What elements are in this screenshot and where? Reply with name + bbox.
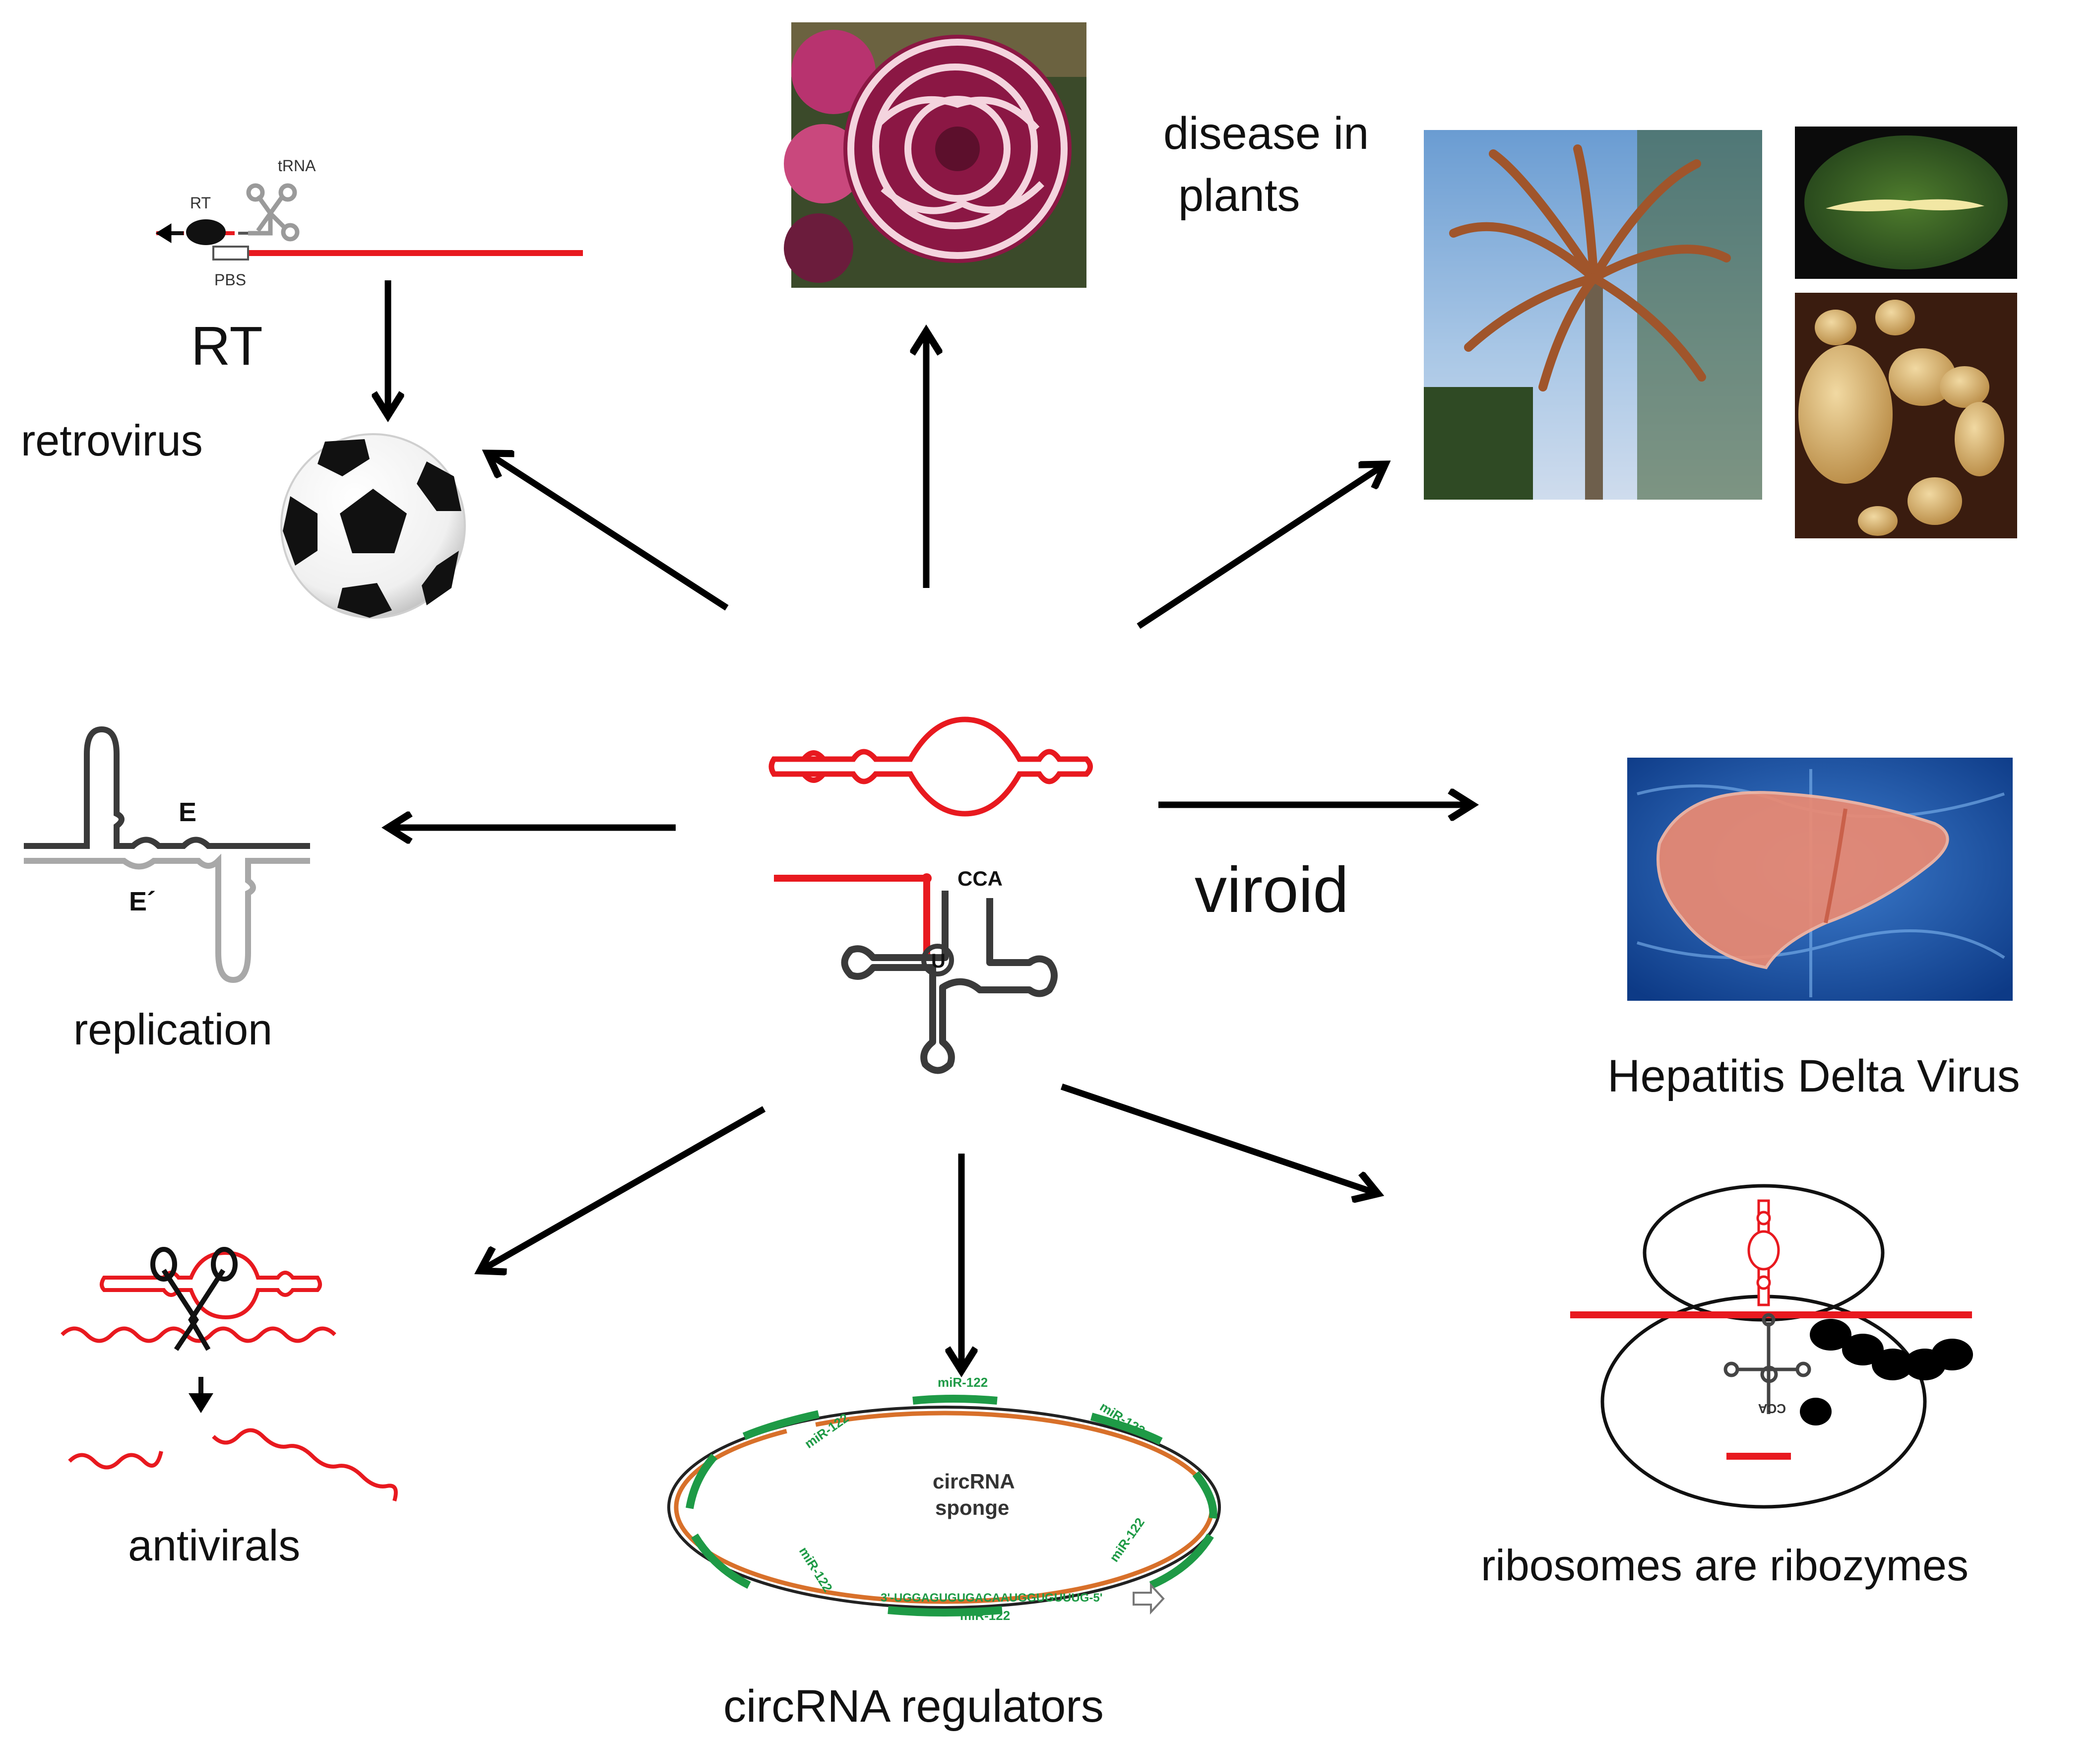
arrow-to-retrovirus	[489, 454, 729, 611]
peptide-chain	[1800, 1319, 1973, 1425]
u-base-label: U	[931, 950, 946, 972]
hepatitis-delta-virus-label: Hepatitis Delta Virus	[1607, 1051, 2020, 1101]
ribosome-trna-icon	[1723, 1313, 1811, 1414]
trna-cloverleaf	[841, 891, 1058, 1074]
hollow-arrow-icon	[1133, 1582, 1165, 1615]
pbs-small-label: PBS	[214, 271, 246, 289]
replication-e-prime-label: E´	[129, 887, 156, 916]
palm-tree-photo	[1424, 130, 1762, 500]
mir122-sequence: 3'-UGGAGUGUGACAAUGGUGUUUG-5'	[881, 1591, 1102, 1605]
scissors-icon	[150, 1247, 238, 1351]
circrna-sponge-label-line1: circRNA	[933, 1470, 1015, 1493]
circrna-sponge-label-line2: sponge	[935, 1496, 1009, 1519]
mir122-label-right: miR-122	[1106, 1515, 1147, 1564]
carnation-flower-photo	[784, 22, 1086, 288]
arrow-to-antivirals	[481, 1106, 766, 1270]
antivirals-label: antivirals	[128, 1521, 300, 1570]
replication-structure	[24, 726, 310, 983]
arrow-to-plant-disease	[1137, 465, 1384, 629]
center-viroid-icon: CCA U	[768, 716, 1093, 1074]
potato-tubers-photo	[1795, 293, 2017, 538]
trna-small-icon	[246, 183, 300, 242]
replication-e-label: E	[179, 797, 196, 827]
rt-enzyme-icon	[186, 219, 226, 245]
arrows	[388, 280, 1471, 1369]
cca-label: CCA	[957, 867, 1003, 890]
ribosomes-are-ribozymes-label: ribosomes are ribozymes	[1481, 1541, 1969, 1590]
arrow-to-ribosomes	[1060, 1083, 1377, 1193]
rt-schematic: RT tRNA PBS	[155, 157, 583, 289]
circrna-sponge-icon: miR-122 miR-122 miR-122 miR-122 miR-122 …	[667, 1375, 1221, 1623]
mir122-label-top: miR-122	[938, 1375, 988, 1390]
trna-small-label: tRNA	[278, 157, 316, 175]
liver-photo	[1627, 758, 2013, 1001]
viroid-rod-structure	[768, 716, 1093, 817]
disease-in-plants-line1: disease in	[1163, 108, 1369, 159]
viroid-label: viroid	[1195, 853, 1349, 926]
circrna-regulators-label: circRNA regulators	[723, 1681, 1104, 1732]
disease-in-plants-line2: plants	[1178, 170, 1300, 221]
replication-label: replication	[73, 1005, 272, 1054]
retrovirus-label: retrovirus	[21, 416, 203, 465]
soccer-ball-icon	[280, 433, 466, 619]
rt-small-label: RT	[190, 194, 211, 212]
antivirals-schematic	[61, 1247, 398, 1502]
mir122-label-bottom: miR-122	[960, 1608, 1010, 1623]
ribosome-schematic: CCA	[1570, 1184, 1973, 1509]
cca-rotated-label: CCA	[1758, 1401, 1786, 1416]
rt-heading: RT	[191, 316, 263, 377]
avocado-photo	[1795, 127, 2017, 279]
